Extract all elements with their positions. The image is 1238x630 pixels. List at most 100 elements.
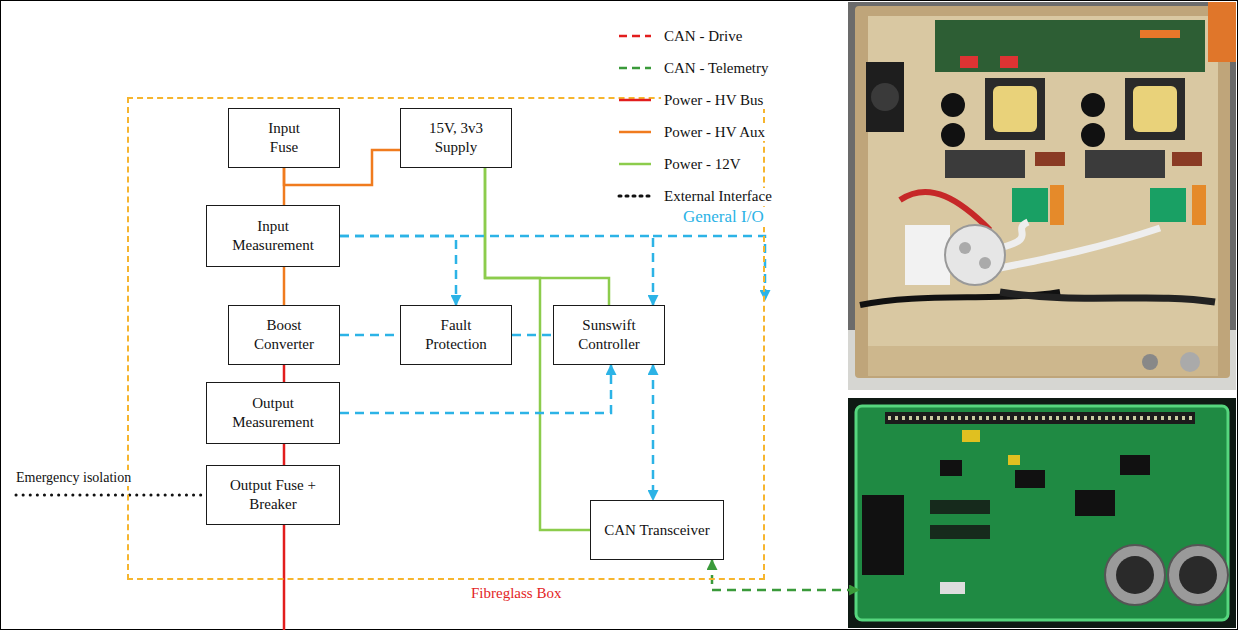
connector-socket xyxy=(1179,556,1217,594)
round-connector xyxy=(1105,545,1165,605)
block-box: Input Fuse xyxy=(228,108,340,168)
connector xyxy=(340,365,611,413)
current-shunt xyxy=(945,225,1005,285)
panel-connector xyxy=(1180,352,1200,372)
panel-connector xyxy=(1142,354,1158,370)
terminal-block xyxy=(862,495,904,575)
inductor xyxy=(1125,78,1185,140)
connector xyxy=(283,365,286,382)
legend-text: External Interface xyxy=(661,188,775,205)
pcb-board xyxy=(856,406,1228,620)
legend-line xyxy=(619,163,651,166)
legend-text: CAN - Telemetry xyxy=(661,60,771,77)
terminal-block xyxy=(1012,188,1048,222)
control-pcb xyxy=(935,20,1205,72)
enclosure-wall xyxy=(855,6,1230,378)
legend-item: Power - HV Aux xyxy=(617,116,775,148)
block-label: Fault Protection xyxy=(419,316,494,354)
capacitor xyxy=(941,123,965,147)
heatsink xyxy=(1085,150,1165,178)
region-label: Fibreglass Box xyxy=(469,585,563,602)
film-capacitor xyxy=(1035,152,1065,166)
block-label: Input Fuse xyxy=(259,119,309,157)
block-box: Fault Protection xyxy=(400,305,512,365)
pcb-connector xyxy=(1000,56,1018,68)
legend-line xyxy=(619,99,651,102)
photo-background xyxy=(848,398,1236,628)
connector xyxy=(340,236,456,305)
emergency-isolation-line xyxy=(16,494,202,497)
switch xyxy=(940,582,965,594)
shunt-bolt xyxy=(959,242,971,254)
block-box: Sunswift Controller xyxy=(553,305,665,365)
legend-line xyxy=(619,35,651,38)
breaker xyxy=(905,225,950,285)
block-box: CAN Transceiver xyxy=(590,500,724,560)
connector xyxy=(340,334,400,337)
legend-sample xyxy=(617,158,653,170)
round-connector xyxy=(1168,545,1228,605)
block-label: CAN Transceiver xyxy=(604,521,709,540)
header-row xyxy=(930,525,990,539)
ic-chip xyxy=(1015,470,1045,488)
film-capacitor xyxy=(1172,152,1202,166)
legend: CAN - DriveCAN - TelemetryPower - HV Bus… xyxy=(617,20,775,212)
legend-text: CAN - Drive xyxy=(661,28,745,45)
block-label: Output Measurement xyxy=(223,394,323,432)
terminal-strip xyxy=(1050,185,1064,225)
legend-sample xyxy=(617,94,653,106)
legend-text: Power - HV Bus xyxy=(661,92,766,109)
block-box: Input Measurement xyxy=(206,205,340,267)
block-box: 15V, 3v3 Supply xyxy=(400,108,512,168)
connector xyxy=(652,365,655,500)
connector-socket xyxy=(1116,556,1154,594)
connector xyxy=(283,444,286,465)
pcb-connector xyxy=(1140,30,1180,38)
connector xyxy=(340,236,653,305)
legend-text: Power - 12V xyxy=(661,156,744,173)
photo-background xyxy=(848,2,1236,390)
cooling-fan xyxy=(866,62,904,132)
legend-heading: General I/O xyxy=(681,207,766,227)
capacitor xyxy=(1081,93,1105,117)
legend-item: Power - HV Bus xyxy=(617,84,775,116)
black-wire xyxy=(1000,292,1215,302)
microcontroller xyxy=(1075,490,1115,516)
connector xyxy=(283,267,286,305)
header-row xyxy=(930,500,990,514)
heatsink xyxy=(945,150,1025,178)
header-pins xyxy=(888,416,1192,420)
inductor-core xyxy=(993,86,1037,132)
block-box: Output Measurement xyxy=(206,382,340,444)
legend-line xyxy=(619,67,651,70)
legend-item: CAN - Drive xyxy=(617,20,775,52)
terminal-strip xyxy=(1192,185,1206,225)
connector xyxy=(485,168,609,305)
connector xyxy=(512,334,553,337)
fan-hub xyxy=(871,83,899,111)
capacitor xyxy=(1081,123,1105,147)
block-label: Output Fuse + Breaker xyxy=(223,476,323,514)
block-label: 15V, 3v3 Supply xyxy=(421,119,491,157)
legend-sample xyxy=(617,30,653,42)
front-wall xyxy=(868,346,1218,376)
interface-label: Emergency isolation xyxy=(14,470,133,486)
io-extension xyxy=(653,236,765,300)
inductor-core xyxy=(1133,86,1177,132)
pin-header xyxy=(885,412,1195,424)
legend-sample xyxy=(617,62,653,74)
block-label: Input Measurement xyxy=(223,217,323,255)
terminal-block xyxy=(1150,188,1186,222)
capacitor xyxy=(1008,455,1020,465)
legend-sample xyxy=(617,126,653,138)
block-box: Output Fuse + Breaker xyxy=(206,465,340,525)
multimeter xyxy=(1208,2,1236,62)
legend-item: CAN - Telemetry xyxy=(617,52,775,84)
legend-line xyxy=(619,195,651,198)
shunt-bolt xyxy=(979,257,991,269)
block-label: Sunswift Controller xyxy=(569,316,649,354)
ic-chip xyxy=(940,460,962,476)
legend-sample xyxy=(617,190,653,202)
inductor xyxy=(985,78,1045,140)
